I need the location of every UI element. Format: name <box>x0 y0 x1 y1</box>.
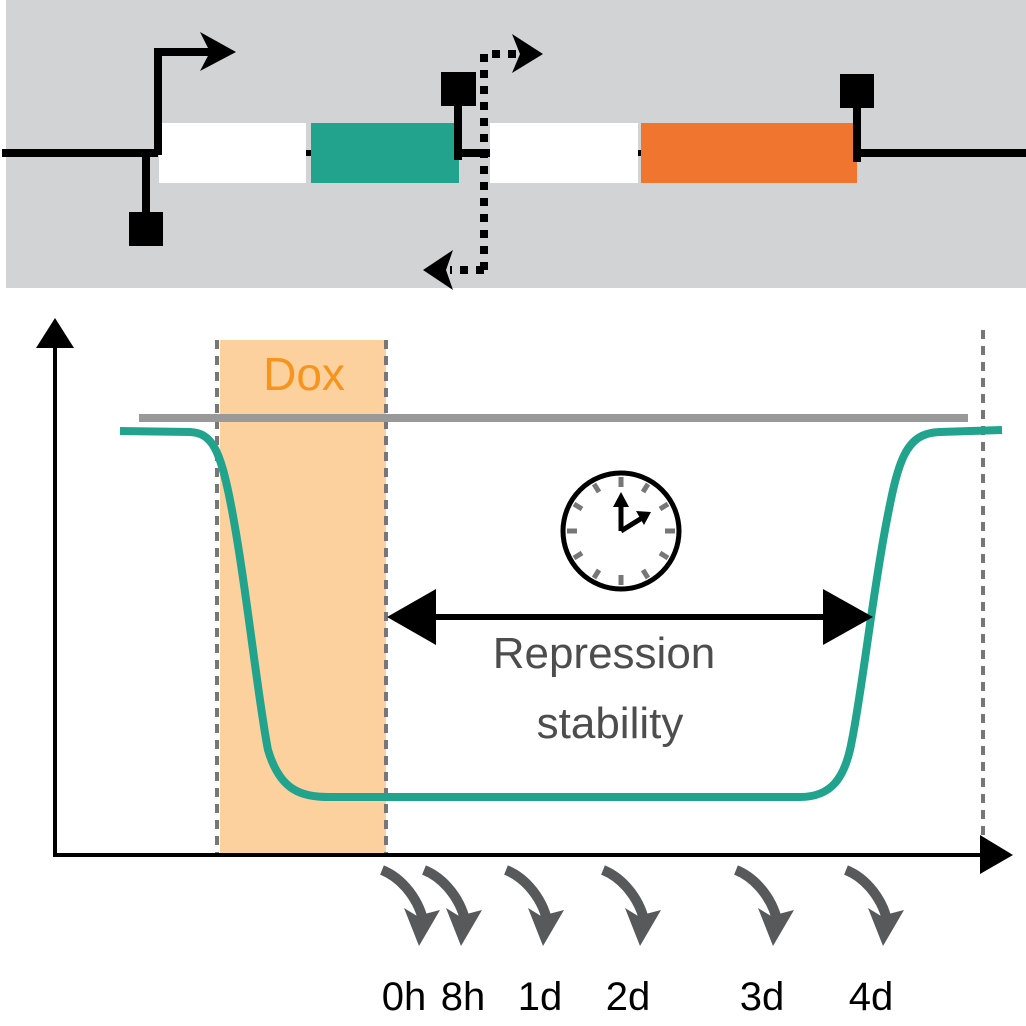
y-axis-arrow-icon <box>36 318 74 348</box>
sampling-arrow-icon <box>421 865 482 946</box>
sampling-arrow-icon <box>843 865 904 946</box>
timepoint-label: 1d <box>518 975 563 1019</box>
sampling-arrow-icon <box>503 865 564 946</box>
sampling-arrow-icon <box>733 865 794 946</box>
sampling-arrow-icon <box>379 865 440 946</box>
stability-label: stability <box>537 699 684 748</box>
clock-icon <box>560 470 682 592</box>
bidirectional-promoter-icon <box>423 34 543 290</box>
spacer-part-1 <box>159 123 306 183</box>
orange-gene-block <box>641 123 857 183</box>
timepoint-label: 0h <box>382 975 427 1019</box>
promoter-forward-icon <box>154 32 236 155</box>
expression-curve <box>119 426 1003 801</box>
timepoint-label: 8h <box>441 975 486 1019</box>
timepoint-label: 2d <box>606 975 651 1019</box>
insulator-icon-right <box>840 74 874 162</box>
x-axis-arrow-icon <box>980 835 1013 874</box>
repression-span-arrow-icon <box>387 589 873 645</box>
insulator-icon-left <box>129 153 163 246</box>
timepoint-label: 3d <box>740 975 785 1019</box>
sampling-arrow-icon <box>600 865 661 946</box>
spacer-part-2 <box>490 123 638 183</box>
dox-label: Dox <box>263 348 345 400</box>
timepoint-label: 4d <box>849 975 894 1019</box>
repression-label: Repression <box>493 629 716 678</box>
insulator-icon-middle <box>441 72 476 160</box>
teal-gene-block <box>311 123 459 183</box>
